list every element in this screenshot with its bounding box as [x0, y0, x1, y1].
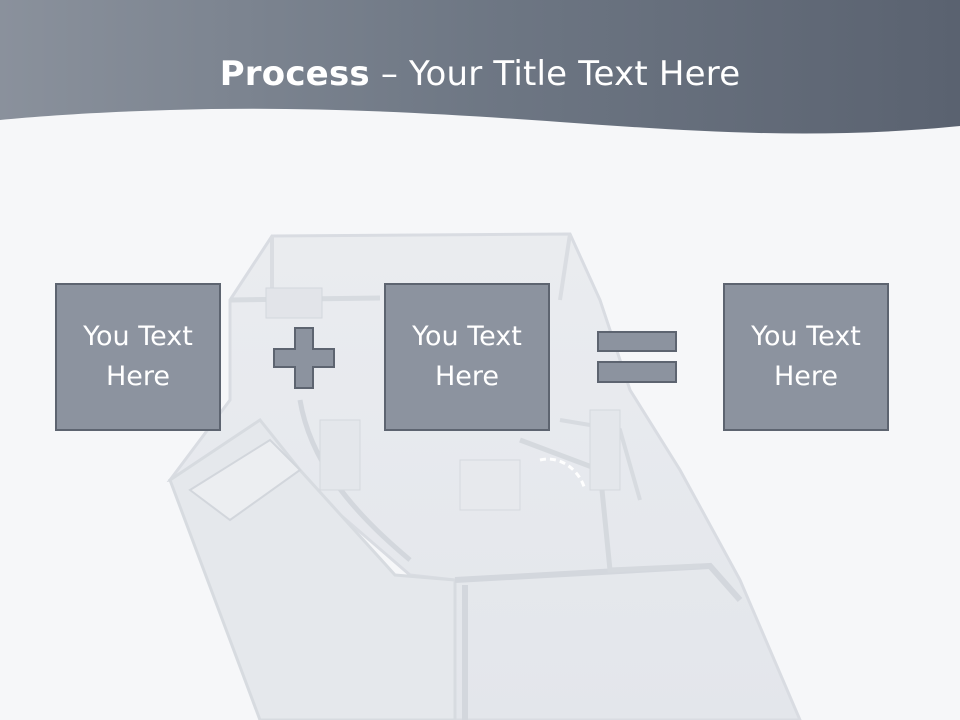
slide-title: Process – Your Title Text Here: [0, 52, 960, 96]
process-box-1[interactable]: You Text Here: [55, 283, 221, 431]
process-box-3[interactable]: You Text Here: [723, 283, 889, 431]
process-box-2-label: You Text Here: [412, 321, 522, 392]
title-rest: – Your Title Text Here: [369, 54, 741, 94]
equals-icon: [597, 331, 677, 383]
title-bold: Process: [219, 54, 370, 94]
process-box-3-label: You Text Here: [751, 321, 861, 392]
header-banner: [0, 0, 960, 134]
plus-icon: [273, 327, 335, 389]
process-box-2[interactable]: You Text Here: [384, 283, 550, 431]
process-box-1-label: You Text Here: [83, 321, 193, 392]
